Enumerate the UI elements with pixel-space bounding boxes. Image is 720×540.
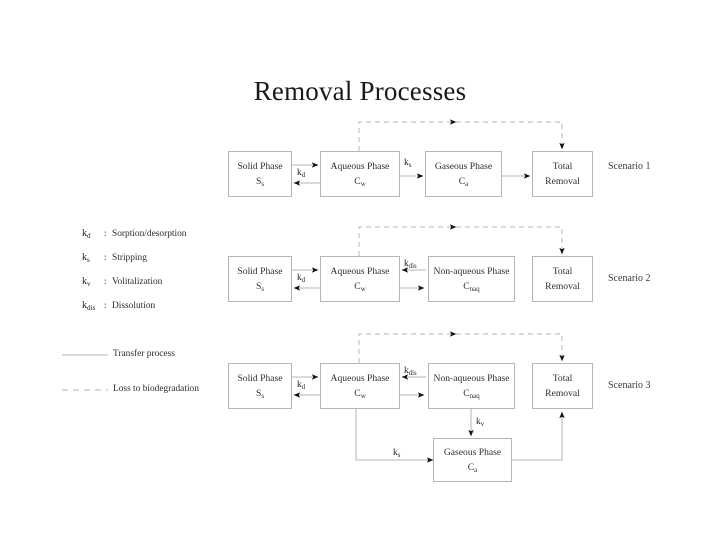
node-nonaqueous-phase-r2[interactable]: Non-aqueous Phase Cnaq xyxy=(428,256,515,302)
node-aqueous-phase-r3[interactable]: Aqueous Phase Cw xyxy=(320,363,400,409)
legend-colon-ks: : xyxy=(104,253,107,263)
node-total-removal-r1[interactable]: Total Removal xyxy=(532,151,593,197)
legend-symbol-kdis: kdis xyxy=(82,300,96,313)
node-label-line2: Cnaq xyxy=(463,280,480,293)
scenario-label-2: Scenario 2 xyxy=(608,273,651,284)
node-solid-phase-r3[interactable]: Solid Phase Ss xyxy=(228,363,292,409)
node-solid-phase-r1[interactable]: Solid Phase Ss xyxy=(228,151,292,197)
dashed-biodegradation-r2 xyxy=(358,226,565,256)
node-aqueous-phase-r1[interactable]: Aqueous Phase Cw xyxy=(320,151,400,197)
rate-label-kd-r3: kd xyxy=(297,380,306,392)
page-title: Removal Processes xyxy=(253,76,467,106)
node-label-line2: Cw xyxy=(354,280,366,293)
legend-symbol-kd: kd xyxy=(82,228,91,241)
rate-label-ks-r3: ks xyxy=(393,448,401,460)
node-label-line2: Cnaq xyxy=(463,387,480,400)
legend-symbol-kv: kv xyxy=(82,276,91,289)
rate-label-kd-r1: kd xyxy=(297,168,306,180)
node-label-line2: Ss xyxy=(255,387,265,400)
rate-label-kdis-r3: kdis xyxy=(404,366,417,378)
node-label-line1: Aqueous Phase xyxy=(330,266,390,278)
node-label-line1: Non-aqueous Phase xyxy=(433,373,510,385)
rate-label-ks-r1: ks xyxy=(404,158,412,170)
node-label-line2: Removal xyxy=(545,387,580,399)
legend-line-samples xyxy=(62,354,108,391)
legend-text-kdis: Dissolution xyxy=(112,301,156,311)
node-gaseous-phase-r1[interactable]: Gaseous Phase Ca xyxy=(425,151,502,197)
node-label-line2: Cw xyxy=(354,175,366,188)
node-solid-phase-r2[interactable]: Solid Phase Ss xyxy=(228,256,292,302)
node-nonaqueous-phase-r3[interactable]: Non-aqueous Phase Cnaq xyxy=(428,363,515,409)
node-gaseous-phase-r3[interactable]: Gaseous Phase Ca xyxy=(433,438,512,482)
node-total-removal-r3[interactable]: Total Removal xyxy=(532,363,593,409)
node-label-line1: Aqueous Phase xyxy=(330,373,390,385)
node-label-line1: Gaseous Phase xyxy=(443,447,502,459)
node-total-removal-r2[interactable]: Total Removal xyxy=(532,256,593,302)
node-label-line2: Cw xyxy=(354,387,366,400)
node-label-line1: Solid Phase xyxy=(237,161,283,173)
scenario-label-3: Scenario 3 xyxy=(608,380,651,391)
legend-text-kd: Sorption/desorption xyxy=(112,229,187,239)
node-label-line1: Non-aqueous Phase xyxy=(433,266,510,278)
node-label-line2: Ss xyxy=(255,175,265,188)
node-label-line1: Aqueous Phase xyxy=(330,161,390,173)
dashed-biodegradation-r1 xyxy=(358,121,565,151)
node-label-line1: Total xyxy=(552,161,573,173)
legend-text-ks: Stripping xyxy=(112,253,147,263)
node-label-line2: Removal xyxy=(545,175,580,187)
legend-colon-kv: : xyxy=(104,277,107,287)
legend-colon-kdis: : xyxy=(104,301,107,311)
arrow-gaseous-to-total-r3 xyxy=(512,411,565,461)
scenario-label-1: Scenario 1 xyxy=(608,161,651,172)
rate-label-kv-r3: kv xyxy=(476,417,485,429)
node-label-line1: Total xyxy=(552,266,573,278)
node-label-line2: Ca xyxy=(467,461,478,474)
node-aqueous-phase-r2[interactable]: Aqueous Phase Cw xyxy=(320,256,400,302)
node-label-line2: Removal xyxy=(545,280,580,292)
dashed-biodegradation-r3 xyxy=(358,333,565,363)
node-label-line2: Ca xyxy=(458,175,469,188)
legend-symbol-ks: ks xyxy=(82,252,90,265)
legend-colon-kd: : xyxy=(104,229,107,239)
node-label-line1: Gaseous Phase xyxy=(434,161,493,173)
legend-text-loss-to-biodegradation: Loss to biodegradation xyxy=(113,384,199,394)
legend-text-kv: Volitalization xyxy=(112,277,163,287)
node-label-line1: Total xyxy=(552,373,573,385)
node-label-line2: Ss xyxy=(255,280,265,293)
legend-text-transfer-process: Transfer process xyxy=(113,349,175,359)
rate-label-kdis-r2: kdis xyxy=(404,259,417,271)
node-label-line1: Solid Phase xyxy=(237,266,283,278)
node-label-line1: Solid Phase xyxy=(237,373,283,385)
rate-label-kd-r2: kd xyxy=(297,273,306,285)
